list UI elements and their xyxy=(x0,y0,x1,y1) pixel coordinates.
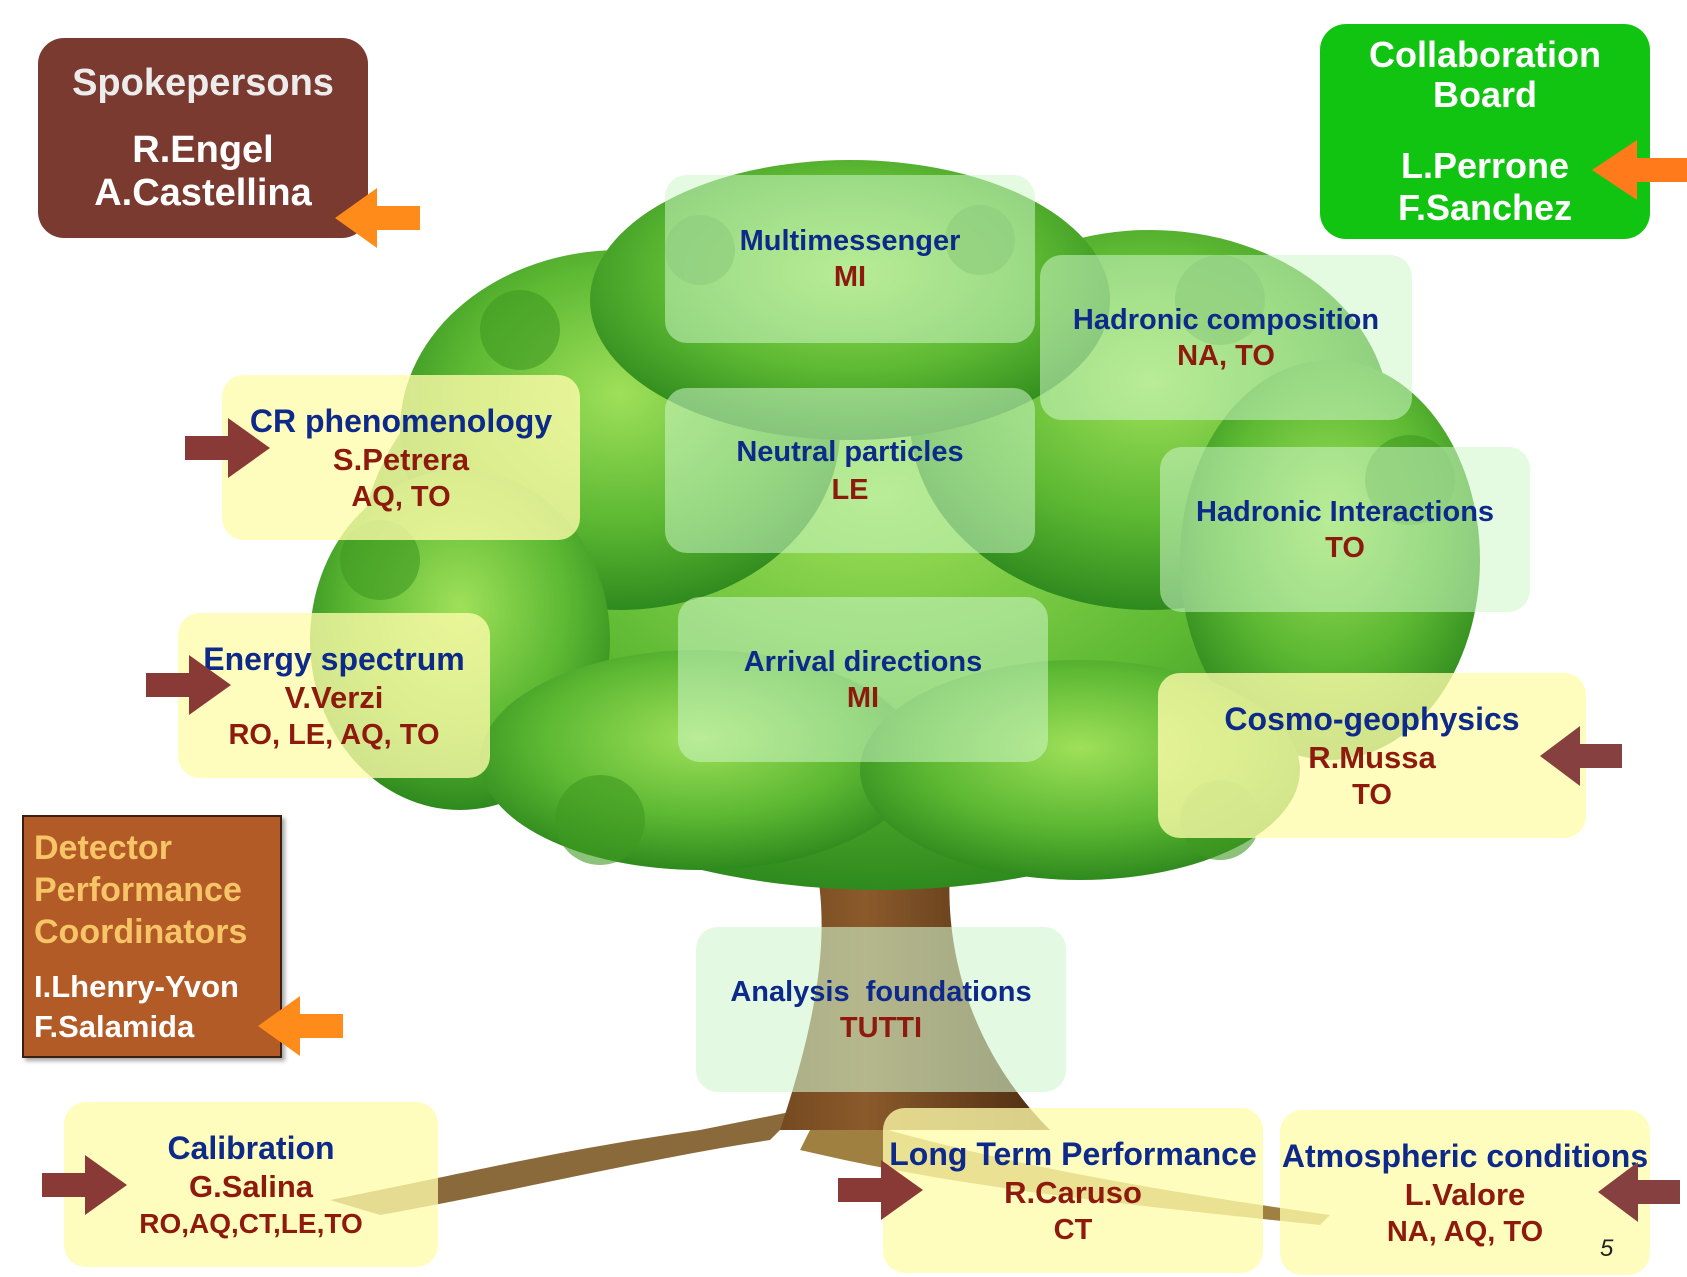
group-leader: V.Verzi xyxy=(284,679,384,715)
dpc-title-line-3: Coordinators xyxy=(34,912,248,951)
group-title: Long Term Performance xyxy=(889,1135,1257,1172)
arrow-right-icon xyxy=(185,418,270,478)
collaboration-board-box: Collaboration Board L.Perrone F.Sanchez xyxy=(1320,24,1650,239)
group-title: CR phenomenology xyxy=(249,402,553,439)
group-title: Multimessenger xyxy=(739,225,961,257)
spokepersons-title: Spokepersons xyxy=(72,61,334,104)
spokeperson-name-2: A.Castellina xyxy=(94,171,312,214)
group-arrival-directions: Arrival directions MI xyxy=(678,597,1048,762)
dpc-name-1: I.Lhenry-Yvon xyxy=(34,968,239,1004)
group-sites: TO xyxy=(1352,778,1392,811)
group-sites: CT xyxy=(1053,1213,1093,1246)
dpc-title-line-2: Performance xyxy=(34,870,242,909)
group-title: Cosmo-geophysics xyxy=(1224,700,1520,737)
group-title: Energy spectrum xyxy=(203,640,465,677)
group-leader: R.Caruso xyxy=(1004,1174,1142,1210)
group-multimessenger: Multimessenger MI xyxy=(665,175,1035,343)
group-title: Atmospheric conditions xyxy=(1281,1137,1649,1174)
group-leader: L.Valore xyxy=(1404,1176,1526,1212)
group-energy-spectrum: Energy spectrum V.Verzi RO, LE, AQ, TO xyxy=(178,613,490,778)
group-atmospheric-conditions: Atmospheric conditions L.Valore NA, AQ, … xyxy=(1280,1110,1650,1275)
group-sites: MI xyxy=(846,681,880,714)
group-title: Hadronic Interactions xyxy=(1195,495,1495,528)
group-sites: NA, AQ, TO xyxy=(1386,1215,1544,1248)
group-hadronic-composition: Hadronic composition NA, TO xyxy=(1040,255,1412,420)
group-leader: G.Salina xyxy=(188,1168,314,1204)
arrow-left-icon xyxy=(258,996,343,1056)
group-sites: AQ, TO xyxy=(351,480,451,513)
group-title: Analysis foundations xyxy=(730,975,1032,1008)
arrow-right-icon xyxy=(838,1160,923,1220)
group-title: Neutral particles xyxy=(736,435,964,468)
arrow-right-icon xyxy=(146,655,231,715)
arrow-left-icon xyxy=(1592,140,1687,200)
collaboration-board-name-2: F.Sanchez xyxy=(1397,186,1573,228)
group-sites: LE xyxy=(831,473,869,506)
dpc-title-line-1: Detector xyxy=(34,828,172,867)
arrow-left-icon xyxy=(335,188,420,248)
collaboration-board-name-1: L.Perrone xyxy=(1400,144,1570,186)
collaboration-board-title-1: Collaboration xyxy=(1369,33,1601,75)
group-sites: TO xyxy=(1325,531,1365,564)
spokepersons-box: Spokepersons R.Engel A.Castellina xyxy=(38,38,368,238)
group-hadronic-interactions: Hadronic Interactions TO xyxy=(1160,447,1530,612)
group-title: Hadronic composition xyxy=(1072,303,1380,336)
group-long-term-performance: Long Term Performance R.Caruso CT xyxy=(883,1108,1263,1273)
arrow-left-icon xyxy=(1598,1162,1680,1222)
arrow-right-icon xyxy=(42,1155,127,1215)
slide-number: 5 xyxy=(1600,1235,1614,1262)
group-sites: RO, LE, AQ, TO xyxy=(228,718,440,751)
group-sites: MI xyxy=(833,261,867,293)
group-title: Calibration xyxy=(167,1129,335,1166)
group-cr-phenomenology: CR phenomenology S.Petrera AQ, TO xyxy=(222,375,580,540)
group-analysis-foundations: Analysis foundations TUTTI xyxy=(696,927,1066,1092)
group-sites: NA, TO xyxy=(1177,339,1275,372)
detector-performance-coordinators-box: Detector Performance Coordinators I.Lhen… xyxy=(22,815,282,1058)
arrow-left-icon xyxy=(1540,726,1622,786)
group-neutral-particles: Neutral particles LE xyxy=(665,388,1035,553)
dpc-name-2: F.Salamida xyxy=(34,1008,195,1044)
group-title: Arrival directions xyxy=(743,645,983,678)
spokeperson-name-1: R.Engel xyxy=(132,128,274,171)
group-leader: R.Mussa xyxy=(1308,739,1436,775)
group-calibration: Calibration G.Salina RO,AQ,CT,LE,TO xyxy=(64,1102,438,1267)
group-sites: TUTTI xyxy=(839,1011,923,1044)
group-cosmo-geophysics: Cosmo-geophysics R.Mussa TO xyxy=(1158,673,1586,838)
collaboration-board-title-2: Board xyxy=(1432,73,1537,115)
group-sites: RO,AQ,CT,LE,TO xyxy=(139,1207,363,1239)
group-leader: S.Petrera xyxy=(332,441,470,477)
